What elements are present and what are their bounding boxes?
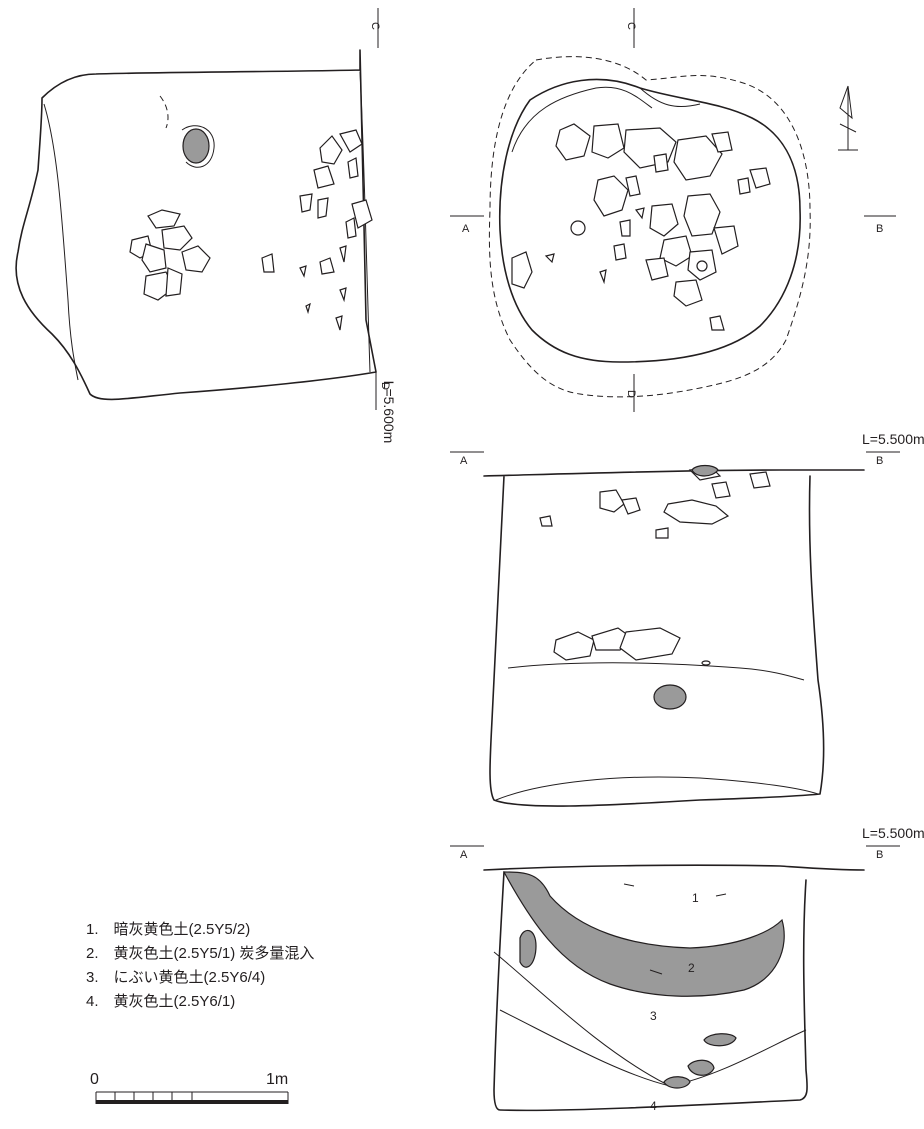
elevation-label-plan-left: L=5.600m — [381, 381, 397, 444]
plan-right: C — [450, 8, 896, 412]
section-label-d-right: D — [625, 390, 637, 398]
section-lower-outline — [483, 864, 865, 1112]
stone-scatter-left — [261, 129, 373, 331]
stone-cluster-left — [129, 209, 211, 301]
scale-label-1m: 1m — [266, 1071, 288, 1088]
section-label-c-left: C — [369, 22, 381, 30]
layer-number-2: 2 — [688, 961, 695, 975]
section-marker-c-left: C — [369, 8, 381, 48]
legend-item-3: 3. にぶい黄色土(2.5Y6/4) — [86, 969, 265, 986]
legend-item-2: 2. 黄灰色土(2.5Y5/1) 炭多量混入 — [86, 945, 314, 962]
layer-number-4: 4 — [650, 1099, 657, 1113]
north-arrow-icon — [838, 85, 858, 151]
section-label-b-lower: B — [876, 849, 883, 861]
pit-outline-left — [15, 49, 377, 401]
stones-upper-section — [539, 464, 771, 710]
section-label-d-left: D — [379, 382, 391, 390]
section-label-a-lower: A — [460, 849, 468, 861]
shaded-stone-upper-section — [653, 684, 687, 710]
shaded-stone-left — [182, 128, 210, 164]
layer-number-3: 3 — [650, 1009, 657, 1023]
pit-outline-right — [498, 78, 801, 363]
section-marker-b-plan: B — [864, 215, 896, 235]
section-upper: A L=5.500m B — [450, 431, 924, 807]
section-label-b-upper: B — [876, 455, 883, 467]
scale-label-0: 0 — [90, 1071, 99, 1088]
section-label-a-plan: A — [462, 223, 470, 235]
section-label-b-plan: B — [876, 223, 883, 235]
legend-item-4: 4. 黄灰色土(2.5Y6/1) — [86, 993, 235, 1010]
section-marker-c-right: C — [625, 8, 637, 48]
section-label-c-right: C — [625, 22, 637, 30]
section-lower: A L=5.500m B 1 2 3 4 — [450, 825, 924, 1113]
pit-outline-upper-dashed — [488, 56, 811, 398]
plan-left: C — [15, 8, 397, 444]
section-marker-d-right: D — [625, 374, 637, 412]
soil-layer-legend: 1. 暗灰黄色土(2.5Y5/2) 2. 黄灰色土(2.5Y5/1) 炭多量混入… — [86, 921, 314, 1010]
elevation-label-lower: L=5.500m — [862, 825, 924, 841]
layer-number-1: 1 — [692, 891, 699, 905]
legend-item-1: 1. 暗灰黄色土(2.5Y5/2) — [86, 921, 250, 938]
layer-2-band — [502, 871, 785, 997]
scale-bar: 0 1m — [90, 1071, 289, 1104]
stone-cluster-right — [511, 123, 771, 331]
section-upper-outline — [483, 469, 865, 807]
section-marker-d-left: D L=5.600m — [375, 372, 397, 444]
section-label-a-upper: A — [460, 455, 468, 467]
elevation-label-upper: L=5.500m — [862, 431, 924, 447]
section-marker-a-plan: A — [450, 215, 484, 235]
